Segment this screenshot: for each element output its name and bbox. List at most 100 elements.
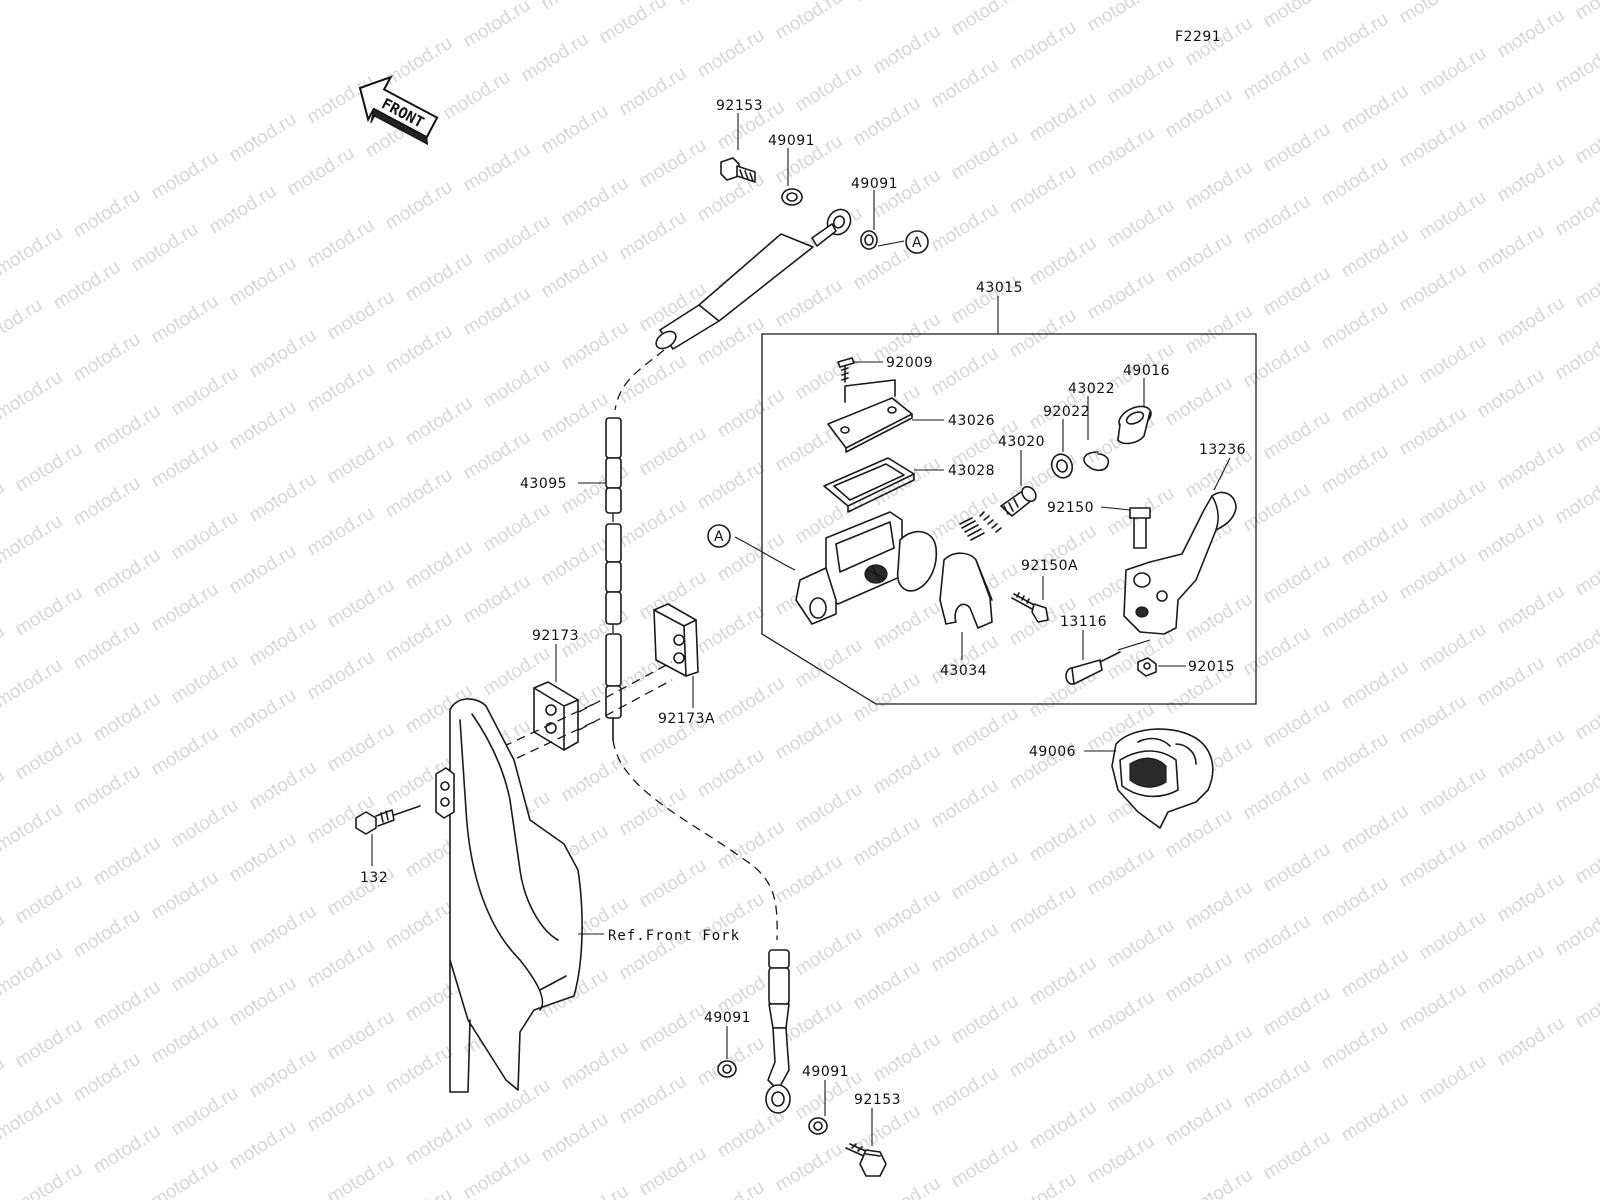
watermark-text: motod.ru xyxy=(246,325,321,383)
watermark-text: motod.ru xyxy=(1240,1055,1315,1113)
watermark-text: motod.ru xyxy=(1396,115,1471,173)
watermark-text: motod.ru xyxy=(792,923,867,981)
watermark-text: motod.ru xyxy=(0,1053,8,1111)
watermark-text: motod.ru xyxy=(1494,293,1569,351)
watermark-text: motod.ru xyxy=(1338,225,1413,283)
watermark-text: motod.ru xyxy=(1318,153,1393,211)
washer-49091-top-b xyxy=(860,230,878,250)
front-arrow-icon: FRONT xyxy=(358,75,439,146)
watermark-text: motod.ru xyxy=(168,795,243,853)
watermark-text: motod.ru xyxy=(1006,161,1081,219)
watermark-text: motod.ru xyxy=(1006,1169,1081,1200)
watermark-text: motod.ru xyxy=(148,435,223,493)
watermark-text: motod.ru xyxy=(0,943,66,1001)
watermark-text: motod.ru xyxy=(70,1049,145,1107)
watermark-text: motod.ru xyxy=(402,537,477,595)
watermark-text: motod.ru xyxy=(90,977,165,1035)
watermark-text: motod.ru xyxy=(1396,0,1471,28)
watermark-text: motod.ru xyxy=(1182,301,1257,359)
watermark-text: motod.ru xyxy=(1240,623,1315,681)
watermark-text: motod.ru xyxy=(90,401,165,459)
watermark-text: motod.ru xyxy=(1572,255,1600,313)
watermark-text: motod.ru xyxy=(1474,365,1549,423)
watermark-text: motod.ru xyxy=(1318,729,1393,787)
watermark-text: motod.ru xyxy=(538,245,613,303)
watermark-text: motod.ru xyxy=(1260,983,1335,1041)
watermark-text: motod.ru xyxy=(1552,903,1600,961)
hose-guide-92173a xyxy=(653,603,699,677)
watermark-text: motod.ru xyxy=(12,583,87,641)
watermark-text: motod.ru xyxy=(1162,229,1237,287)
label-92173: 92173 xyxy=(532,628,579,644)
watermark-text: motod.ru xyxy=(460,571,535,629)
watermark-text: motod.ru xyxy=(226,397,301,455)
label-49016: 49016 xyxy=(1123,363,1170,379)
label-92153-bot: 92153 xyxy=(854,1092,901,1108)
watermark-text: motod.ru xyxy=(1572,687,1600,745)
watermark-text: motod.ru xyxy=(1182,157,1257,215)
watermark-text: motod.ru xyxy=(1416,43,1491,101)
watermark-text: motod.ru xyxy=(1318,873,1393,931)
watermark-text: motod.ru xyxy=(1026,233,1101,291)
watermark-text: motod.ru xyxy=(1026,0,1101,2)
watermark-text: motod.ru xyxy=(226,109,301,167)
watermark-text: motod.ru xyxy=(616,1071,691,1129)
watermark-text: motod.ru xyxy=(1494,869,1569,927)
watermark-text: motod.ru xyxy=(1338,513,1413,571)
watermark-text: motod.ru xyxy=(148,867,223,925)
watermark-text: motod.ru xyxy=(402,1113,477,1171)
watermark-text: motod.ru xyxy=(1416,475,1491,533)
pivot-bolt-92150 xyxy=(1129,507,1151,549)
watermark-text: motod.ru xyxy=(1260,119,1335,177)
washer-49091-top-a xyxy=(781,188,803,206)
watermark-text: motod.ru xyxy=(1396,835,1471,893)
callout-a-body xyxy=(707,524,731,548)
watermark-text: motod.ru xyxy=(1318,297,1393,355)
label-43020: 43020 xyxy=(998,434,1045,450)
watermark-text: motod.ru xyxy=(1494,1013,1569,1071)
watermark-text: motod.ru xyxy=(1474,797,1549,855)
watermark-text: motod.ru xyxy=(1260,263,1335,321)
watermark-text: motod.ru xyxy=(948,991,1023,1049)
watermark-text: motod.ru xyxy=(1318,585,1393,643)
label-92009: 92009 xyxy=(886,355,933,371)
watermark-text: motod.ru xyxy=(70,329,145,387)
watermark-text: motod.ru xyxy=(0,909,8,967)
watermark-text: motod.ru xyxy=(1572,399,1600,457)
watermark-text: motod.ru xyxy=(1240,47,1315,105)
watermark-text: motod.ru xyxy=(850,813,925,871)
watermark-text: motod.ru xyxy=(1084,1131,1159,1189)
watermark-text: motod.ru xyxy=(460,0,535,52)
watermark-text: motod.ru xyxy=(1006,1025,1081,1083)
watermark-text: motod.ru xyxy=(928,775,1003,833)
watermark-text: motod.ru xyxy=(460,139,535,197)
watermark-text: motod.ru xyxy=(1026,953,1101,1011)
watermark-text: motod.ru xyxy=(246,757,321,815)
watermark-text: motod.ru xyxy=(1162,805,1237,863)
watermark-text: motod.ru xyxy=(1572,543,1600,601)
watermark-text: motod.ru xyxy=(460,1147,535,1200)
watermark-text: motod.ru xyxy=(1182,1165,1257,1200)
watermark-text: motod.ru xyxy=(1572,975,1600,1033)
watermark-text: motod.ru xyxy=(792,347,867,405)
watermark-text: motod.ru xyxy=(1182,877,1257,935)
watermark-text: motod.ru xyxy=(850,0,925,6)
watermark-text: motod.ru xyxy=(226,1117,301,1175)
watermark-text: motod.ru xyxy=(694,1177,769,1200)
watermark-text: motod.ru xyxy=(772,275,847,333)
lever-cover-49006 xyxy=(1111,728,1214,829)
watermark-text: motod.ru xyxy=(1026,1097,1101,1155)
front-fork-guard xyxy=(435,698,583,1093)
watermark-text: motod.ru xyxy=(1338,657,1413,715)
watermark-text: motod.ru xyxy=(480,211,555,269)
watermark-text: motod.ru xyxy=(148,723,223,781)
watermark-text: motod.ru xyxy=(1006,17,1081,75)
watermark-text: motod.ru xyxy=(538,0,613,14)
watermark-text: motod.ru xyxy=(1338,369,1413,427)
watermark-text: motod.ru xyxy=(772,707,847,765)
banjo-bolt-bottom xyxy=(845,1143,887,1177)
watermark-text: motod.ru xyxy=(0,295,46,353)
watermark-text: motod.ru xyxy=(948,0,1023,40)
watermark-text: motod.ru xyxy=(0,621,8,679)
watermark-text: motod.ru xyxy=(0,223,66,281)
